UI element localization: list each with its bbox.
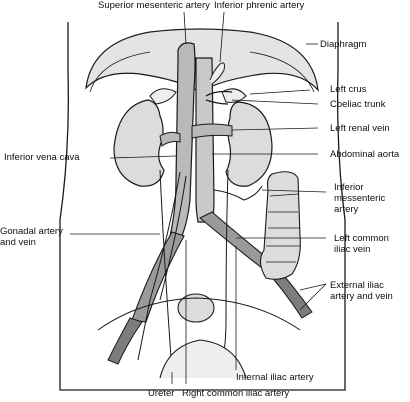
- inferior-vena-cava: [169, 42, 196, 237]
- torso-outline: [59, 22, 346, 391]
- label-abdominal-aorta: Abdominal aorta: [330, 149, 400, 160]
- right-kidney: [113, 99, 165, 187]
- right-renal-vein: [159, 131, 181, 147]
- label-left-common-iliac-line1: Left common: [334, 233, 389, 244]
- coeliac-trunk-vessel: [205, 90, 233, 105]
- label-external-iliac-artery-and-vein: External iliac artery and vein: [330, 280, 408, 302]
- left-kidney: [225, 101, 273, 187]
- label-gonadal-artery-and-vein: Gonadal artery and vein: [0, 226, 72, 248]
- label-gonadal-line2: and vein: [0, 237, 36, 248]
- inferior-mesenteric-vessel: [213, 185, 263, 201]
- label-gonadal-line1: Gonadal artery: [0, 226, 63, 237]
- pelvic-rim: [97, 297, 301, 331]
- label-inferior-mesenteric-artery: Inferior messenteric artery: [334, 182, 406, 215]
- label-left-renal-vein: Left renal vein: [330, 123, 390, 134]
- label-inferior-mesenteric-artery-line3: artery: [334, 204, 359, 215]
- left-renal-vein: [191, 123, 233, 139]
- label-ureter: Ureter: [148, 388, 175, 399]
- label-left-common-iliac-vein: Left common iliac vein: [334, 233, 406, 255]
- label-left-common-iliac-line2: iliac vein: [334, 244, 371, 255]
- colon-folds: [266, 193, 300, 263]
- label-internal-iliac-artery: Internal iliac artery: [236, 372, 314, 383]
- leader-lines: [70, 11, 327, 384]
- label-inferior-mesenteric-artery-line1: Inferior: [334, 182, 364, 193]
- right-adrenal: [149, 88, 177, 105]
- pelvic-floor: [159, 339, 247, 379]
- label-external-iliac-line2: artery and vein: [330, 291, 393, 302]
- label-coeliac-trunk: Coeliac trunk: [330, 99, 386, 110]
- label-left-crus: Left crus: [330, 84, 367, 95]
- label-inferior-phrenic-artery: Inferior phrenic artery: [214, 0, 305, 11]
- right-external-iliac: [107, 317, 143, 365]
- label-inferior-vena-cava: Inferior vena cava: [4, 152, 80, 163]
- label-external-iliac-line1: External iliac: [330, 280, 384, 291]
- label-diaphragm: Diaphragm: [320, 39, 367, 50]
- inferior-phrenic-vessel: [209, 62, 225, 85]
- sigmoid-colon: [259, 171, 301, 280]
- diaphragm-edge: [89, 51, 315, 93]
- label-superior-mesenteric-artery: Superior mesenteric artery: [98, 0, 210, 11]
- label-inferior-mesenteric-artery-line2: messenteric: [334, 193, 386, 204]
- gonadal-vessels: [137, 171, 187, 361]
- bladder: [177, 293, 215, 323]
- label-right-common-iliac-artery: Right common iliac artery: [182, 388, 290, 399]
